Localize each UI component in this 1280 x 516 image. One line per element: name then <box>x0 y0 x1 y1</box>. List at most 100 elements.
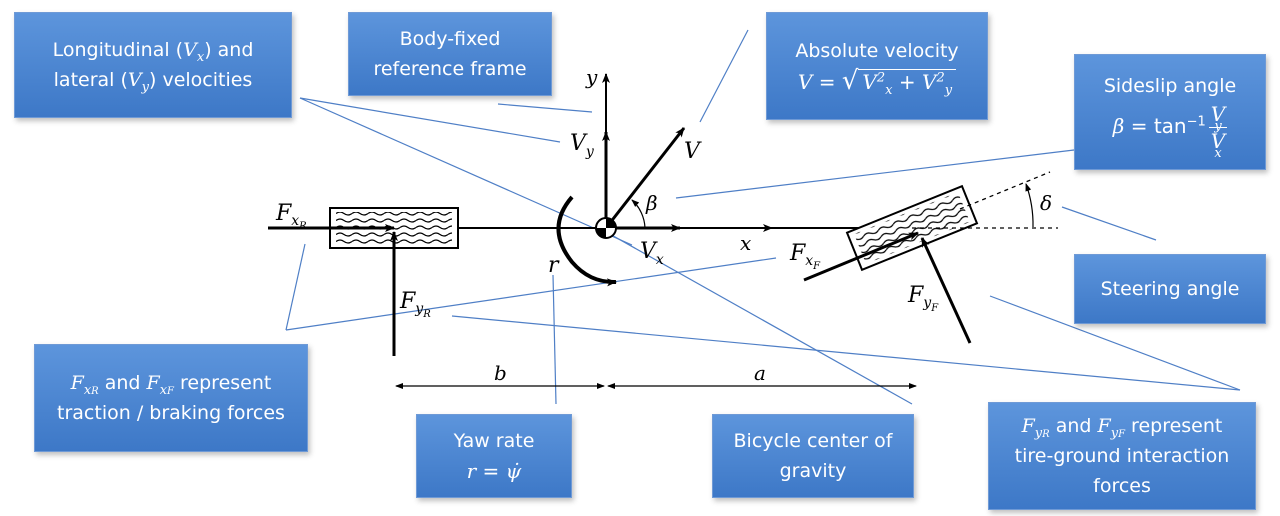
callout-center-of-gravity: Bicycle center of gravity <box>712 414 914 498</box>
math-subscript: yF <box>1111 426 1125 441</box>
callout-text: Body-fixed <box>399 28 501 50</box>
math-subscript: xF <box>160 383 174 398</box>
callout-text: represent <box>174 372 272 394</box>
callout-text: Sideslip angle <box>1103 74 1237 97</box>
callout-line: lateral (Vy) velocities <box>54 65 253 95</box>
callout-text: tire-ground interaction <box>1014 445 1230 467</box>
math-symbol: F <box>1021 415 1035 437</box>
callout-yaw-rate: Yaw rate r = ψ̇ <box>416 414 572 498</box>
math-subscript-letter: y <box>1034 425 1043 441</box>
callout-text: reference frame <box>373 58 527 80</box>
callout-text: lateral ( <box>53 69 128 91</box>
callout-text: traction / braking forces <box>57 402 285 424</box>
leader-body-frame <box>497 103 593 113</box>
callout-text: Yaw rate <box>453 430 535 452</box>
math-operator: = <box>812 69 842 94</box>
math-superscript: 2 <box>936 69 945 85</box>
math-symbol: F <box>70 372 84 394</box>
callout-text: ) velocities <box>149 69 253 91</box>
math-subscript: x <box>196 49 205 65</box>
leader-longitudinal-to-vx <box>299 97 633 246</box>
callout-text: Steering angle <box>1100 278 1240 300</box>
callout-text: and <box>1049 415 1098 437</box>
callout-tire-ground: FyR and FyF represent tire-ground intera… <box>988 402 1256 510</box>
label-v: V <box>684 139 702 164</box>
absolute-velocity-formula: V = √V2x + V2y <box>797 65 957 97</box>
math-symbol: V <box>797 69 813 94</box>
center-of-gravity-symbol <box>595 217 617 239</box>
callout-text: represent <box>1125 415 1223 437</box>
beta-arc <box>631 199 646 229</box>
math-symbol: V <box>1210 128 1226 153</box>
fyf-arrow <box>920 237 972 344</box>
yaw-rate-arrow <box>556 195 617 287</box>
math-operator: = <box>476 459 506 483</box>
fxf-arrow <box>803 231 919 282</box>
callout-text: gravity <box>779 460 847 482</box>
label-vy: Vy <box>570 131 595 160</box>
math-subscript-letter: y <box>1110 425 1119 441</box>
math-subsubscript: F <box>1118 428 1126 440</box>
label-beta: β <box>645 191 658 215</box>
callout-text: Bicycle center of <box>733 430 893 452</box>
leader-longitudinal-to-vy <box>299 97 561 143</box>
delta-arc <box>1025 183 1034 228</box>
callout-absolute-velocity: Absolute velocity V = √V2x + V2y <box>766 12 988 120</box>
math-symbol: F <box>146 372 160 394</box>
label-r: r <box>548 253 560 278</box>
callout-line: Longitudinal (Vx) and <box>53 35 254 65</box>
callout-text: forces <box>1093 475 1151 497</box>
label-y: y <box>585 65 598 89</box>
leader-traction-to-fxr <box>285 243 306 331</box>
math-symbol: V <box>1210 101 1226 126</box>
wheel-heading-line <box>959 171 1051 210</box>
leader-tire-to-fyf <box>989 295 1241 391</box>
math-subscript-letter: x <box>159 382 168 398</box>
math-symbol: F <box>1097 415 1111 437</box>
math-symbol: r <box>466 459 477 483</box>
sqrt-symbol: √ <box>841 65 859 96</box>
math-subscript: x <box>885 82 893 98</box>
label-vx: Vx <box>640 239 664 268</box>
math-symbol: ψ̇ <box>505 459 522 483</box>
v-arrow <box>604 127 686 229</box>
math-symbol: V <box>921 69 937 94</box>
yaw-rate-formula: r = ψ̇ <box>467 456 522 486</box>
math-subscript: yR <box>1035 426 1050 441</box>
leader-lines <box>285 29 1241 405</box>
label-fxf: FxF <box>789 241 821 272</box>
math-operator: + <box>892 69 922 94</box>
math-symbol: V <box>127 69 142 91</box>
leader-absolute-velocity <box>699 29 749 123</box>
callout-traction-braking: FxR and FxF represent traction / braking… <box>34 344 308 452</box>
math-subsubscript: R <box>91 385 99 397</box>
label-fyf: FyF <box>907 283 939 314</box>
label-fyr: FyR <box>399 289 431 320</box>
callout-text: Absolute velocity <box>795 39 959 62</box>
sqrt-body: V2x + V2y <box>858 68 957 97</box>
label-x: x <box>740 231 751 255</box>
math-operator: = tan <box>1124 113 1187 138</box>
math-subscript: y <box>141 79 149 95</box>
callout-line: FyR and FyF represent <box>1022 411 1223 441</box>
callout-line: FxR and FxF represent <box>71 368 272 398</box>
callout-text: and <box>98 372 147 394</box>
label-b: b <box>494 361 507 385</box>
callout-text: ) and <box>204 39 254 61</box>
math-subsubscript: F <box>167 385 174 397</box>
leader-cog <box>607 232 913 405</box>
label-delta: δ <box>1040 191 1052 215</box>
leader-sideslip <box>675 149 1075 199</box>
leader-steering <box>1061 206 1157 241</box>
math-superscript: 2 <box>876 69 886 85</box>
math-superscript: −1 <box>1186 113 1206 129</box>
leader-yaw <box>552 274 557 405</box>
math-subscript: xR <box>84 383 99 398</box>
math-subscript: y <box>944 82 953 98</box>
